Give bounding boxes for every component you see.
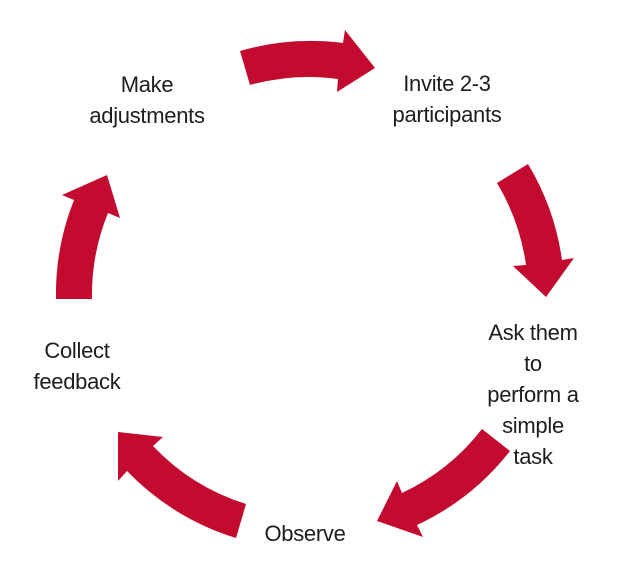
arrow-make-adjustments-to-invite-icon: [240, 30, 375, 92]
step-label-make-adjustments: Make adjustments: [89, 72, 205, 128]
step-label-collect-feedback: Collect feedback: [33, 338, 121, 394]
arrow-observe-to-collect-icon: [118, 432, 246, 538]
step-label-observe: Observe: [264, 521, 346, 546]
arrow-collect-to-make-adjustments-icon: [55, 175, 120, 299]
arrow-ask-to-observe-icon: [377, 429, 510, 537]
arrow-invite-to-ask-icon: [497, 164, 574, 297]
step-label-invite-participants: Invite 2-3 participants: [392, 71, 502, 127]
step-label-ask-perform-task: Ask them to perform a simple task: [487, 320, 579, 469]
